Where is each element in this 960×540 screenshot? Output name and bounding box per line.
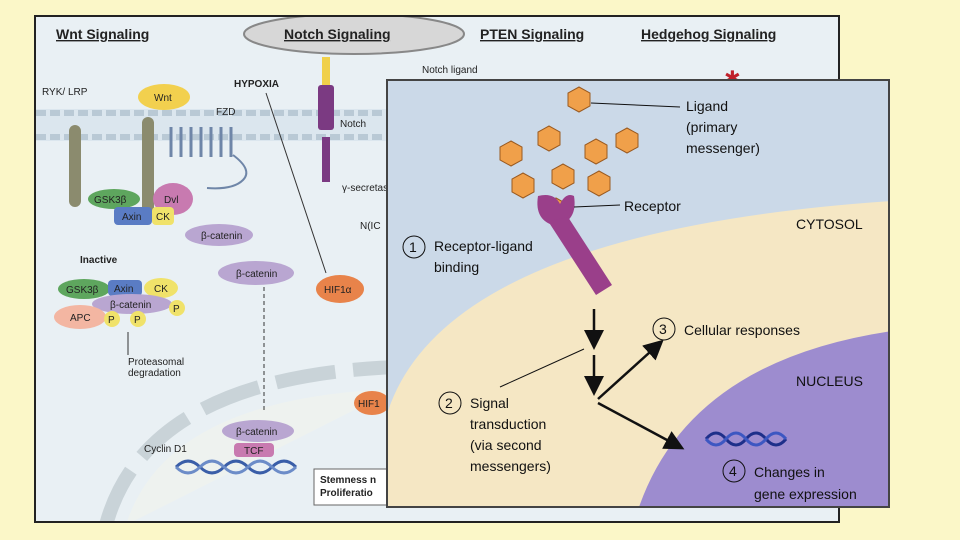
label-ryk: RYK/ LRP	[42, 87, 88, 98]
label-tcf: TCF	[244, 446, 263, 457]
nucleus-region	[639, 331, 888, 506]
header-hedgehog: Hedgehog Signaling	[641, 26, 776, 42]
label-hif1-partial: HIF1	[358, 399, 380, 410]
step3-number: 3	[659, 321, 667, 337]
label-p-3: P	[173, 304, 180, 315]
header-pten: PTEN Signaling	[480, 26, 584, 42]
step2-line-1: Signal	[470, 395, 509, 411]
ligand-label-1: Ligand	[686, 98, 728, 114]
nucleus-label: NUCLEUS	[796, 373, 863, 389]
header-wnt: Wnt Signaling	[56, 26, 149, 42]
label-p-2: P	[134, 315, 141, 326]
receptor-shape	[548, 217, 612, 295]
label-p-1: P	[108, 315, 115, 326]
label-bcatenin-4: β-catenin	[236, 427, 277, 438]
step1-line-1: Receptor-ligand	[434, 238, 533, 254]
label-degradation: degradation	[128, 368, 181, 379]
label-gamma: γ-secretase	[342, 183, 394, 194]
label-dvl: Dvl	[164, 195, 178, 206]
signal-transduction-figure: Ligand (primary messenger) Receptor CYTO…	[386, 79, 890, 508]
dna-icon	[704, 431, 788, 447]
ligand-label-2: (primary	[686, 119, 737, 135]
label-apc: APC	[70, 313, 91, 324]
step2-line-3: (via second	[470, 437, 542, 453]
label-axin-2: Axin	[114, 284, 133, 295]
label-gsk3b-2: GSK3β	[66, 285, 99, 296]
label-bcatenin-2: β-catenin	[236, 269, 277, 280]
receptor-label: Receptor	[624, 198, 681, 214]
step1-number: 1	[409, 239, 417, 255]
label-prolif: Proliferatio	[320, 488, 373, 499]
label-notch-ligand: Notch ligand	[422, 65, 478, 76]
label-fzd: FZD	[216, 107, 235, 118]
label-ck-2: CK	[154, 284, 168, 295]
step4-line-2: gene expression	[754, 486, 857, 502]
step4-line-1: Changes in	[754, 464, 825, 480]
label-proteasomal: Proteasomal	[128, 357, 184, 368]
step2-number: 2	[445, 395, 453, 411]
label-ck: CK	[156, 212, 170, 223]
label-cyclin: Cyclin D1	[144, 444, 187, 455]
label-stemness: Stemness n	[320, 475, 376, 486]
step4-number: 4	[729, 463, 737, 479]
step3-line-1: Cellular responses	[684, 322, 800, 338]
label-wnt: Wnt	[154, 93, 172, 104]
step2-line-2: transduction	[470, 416, 546, 432]
label-gsk3b: GSK3β	[94, 195, 127, 206]
step2-line-4: messengers)	[470, 458, 551, 474]
cytosol-label: CYTOSOL	[796, 216, 863, 232]
step1-line-2: binding	[434, 259, 479, 275]
label-bcatenin-3: β-catenin	[110, 300, 151, 311]
label-notch: Notch	[340, 119, 366, 130]
label-bcatenin-1: β-catenin	[201, 231, 242, 242]
label-hypoxia: HYPOXIA	[234, 79, 279, 90]
label-axin: Axin	[122, 212, 141, 223]
label-inactive: Inactive	[80, 255, 118, 266]
ligand-label-3: messenger)	[686, 140, 760, 156]
label-hif1a: HIF1α	[324, 285, 352, 296]
label-nicd: N(IC	[360, 221, 381, 232]
header-notch: Notch Signaling	[284, 26, 391, 42]
